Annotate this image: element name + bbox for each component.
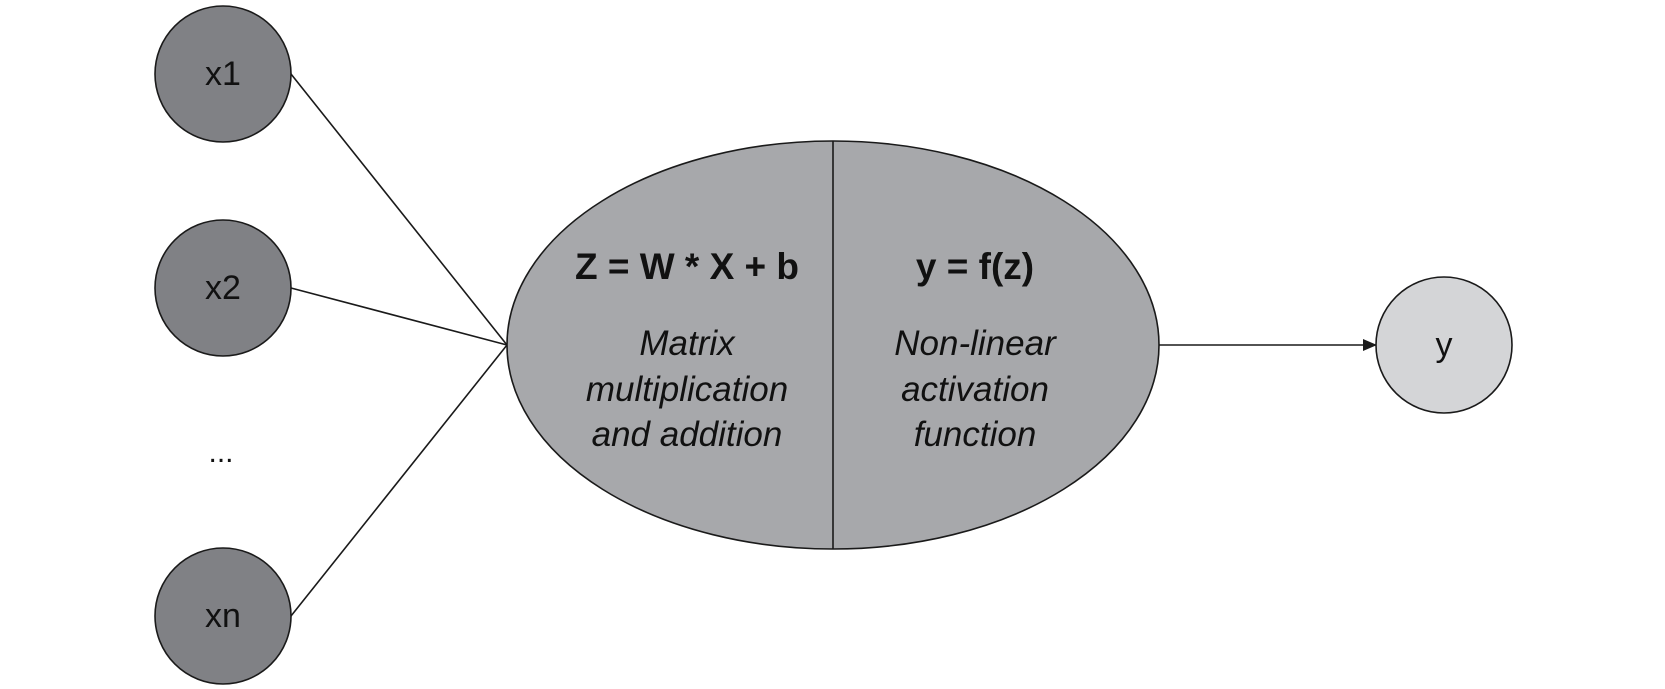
linear-formula: Z = W * X + b xyxy=(575,246,799,287)
input-ellipsis: ... xyxy=(208,436,233,469)
output-label-y: y xyxy=(1436,326,1453,364)
input-label-x1: x1 xyxy=(205,55,241,93)
neuron-linear-part: Z = W * X + b Matrix multiplication and … xyxy=(575,246,799,454)
linear-description-line-1: Matrix xyxy=(639,324,736,363)
input-node-x2: x2 xyxy=(154,219,292,357)
edge-xn-to-neuron xyxy=(290,344,508,617)
activation-description-line-3: function xyxy=(914,415,1037,454)
neuron: Z = W * X + b Matrix multiplication and … xyxy=(506,140,1160,550)
input-label-xn: xn xyxy=(205,597,241,635)
input-node-x1: x1 xyxy=(154,5,292,143)
activation-formula: y = f(z) xyxy=(916,246,1034,287)
input-node-xn: xn xyxy=(154,547,292,685)
edge-x1-to-neuron xyxy=(290,73,508,346)
linear-description-line-2: multiplication xyxy=(586,370,788,409)
neuron-activation-part: y = f(z) Non-linear activation function xyxy=(894,246,1057,454)
input-label-x2: x2 xyxy=(205,269,241,307)
linear-description-line-3: and addition xyxy=(592,415,783,454)
activation-description-line-2: activation xyxy=(901,370,1049,409)
output-node-y: y xyxy=(1375,276,1513,414)
activation-description-line-1: Non-linear xyxy=(894,324,1057,363)
edge-x2-to-neuron xyxy=(290,287,508,346)
